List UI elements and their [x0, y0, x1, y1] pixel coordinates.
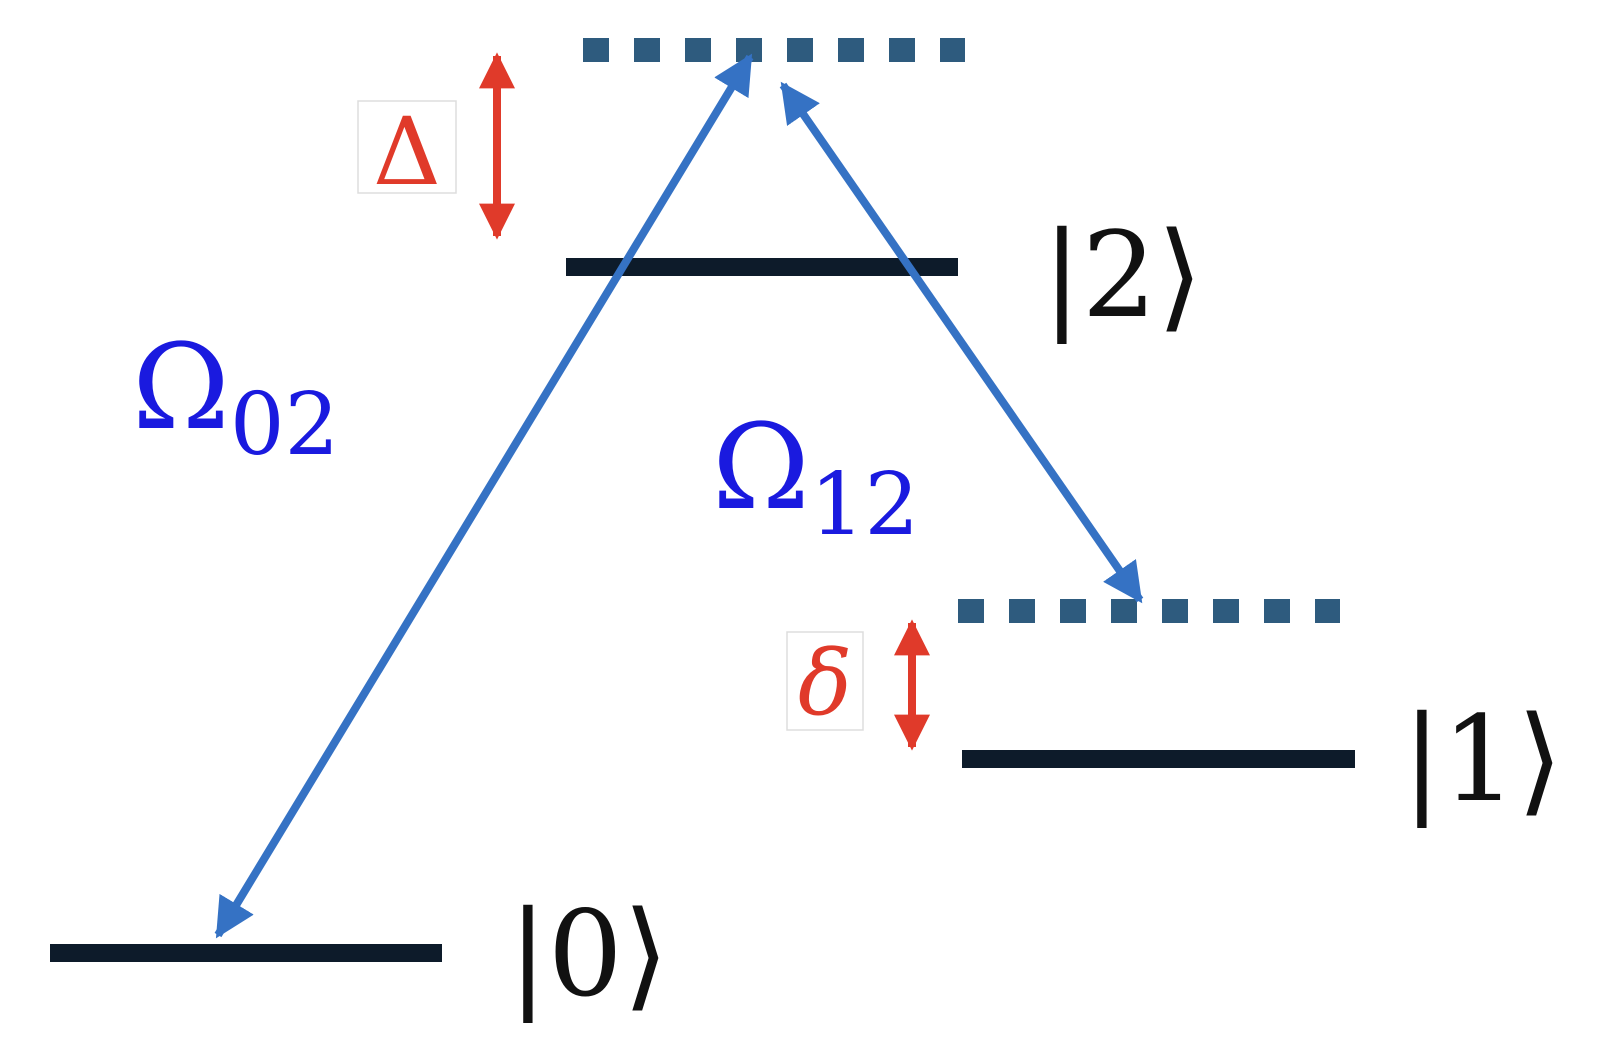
coupling-arrow-02	[214, 53, 754, 939]
detuning-label-box-upper	[357, 100, 457, 194]
detuning-label-box-lower	[786, 631, 864, 731]
coupling-label-02: Ω02	[132, 318, 339, 475]
coupling-label-12: Ω12	[712, 398, 919, 555]
detuning-label-lower: δ	[798, 631, 852, 736]
coupling-subscript-12: 12	[810, 455, 919, 555]
coupling-symbol-02: Ω	[132, 318, 230, 456]
coupling-symbol-12: Ω	[712, 398, 810, 536]
detuning-label-upper: Δ	[373, 98, 441, 207]
coupling-subscript-02: 02	[230, 375, 339, 475]
coupling-arrow-12	[779, 81, 1144, 604]
ket-label-2: |2⟩	[1042, 206, 1203, 344]
ket-label-1: |1⟩	[1402, 690, 1563, 828]
ket-label-0: |0⟩	[508, 885, 669, 1023]
